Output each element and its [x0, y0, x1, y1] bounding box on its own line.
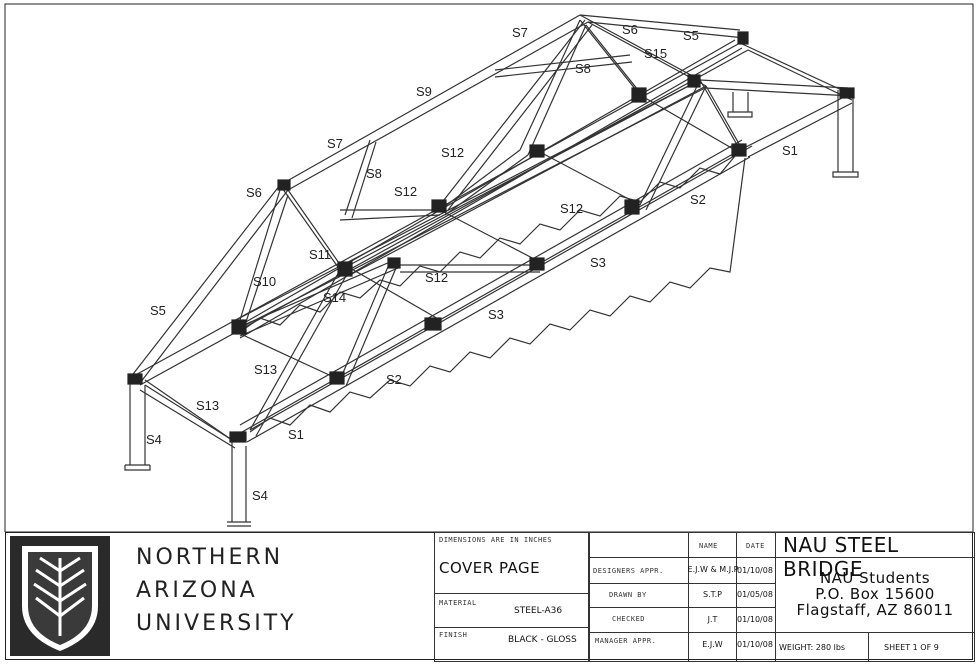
member-label-s12: S12 [425, 270, 449, 285]
member-label-s3: S3 [590, 255, 606, 270]
row-name: E.J.W & M.J.P [687, 565, 739, 574]
front-bottom-chord [129, 42, 853, 449]
approval-header-blank [589, 532, 689, 558]
member-label-s12: S12 [441, 145, 465, 160]
member-label-s12: S12 [560, 201, 584, 216]
row-name: S.T.P [703, 590, 722, 599]
member-label-s11: S11 [309, 247, 332, 262]
member-label-s13: S13 [254, 362, 278, 377]
floor-cross-beams [144, 94, 736, 441]
member-label-s12: S12 [394, 184, 418, 199]
diagonal-members [239, 19, 747, 437]
row-role: MANAGER APPR. [595, 637, 657, 645]
member-label-s7: S7 [512, 25, 528, 40]
member-label-s4: S4 [146, 432, 162, 447]
member-label-s1: S1 [288, 427, 304, 442]
university-line-3: UNIVERSITY [136, 611, 297, 636]
member-label-s6: S6 [246, 185, 262, 200]
member-label-s13: S13 [196, 398, 220, 413]
support-legs [124, 90, 859, 527]
member-label-s5: S5 [683, 28, 699, 43]
nau-logo-shield-icon [10, 536, 110, 656]
drawing-border [4, 3, 974, 532]
member-label-s1: S1 [782, 143, 798, 158]
top-chords [129, 14, 853, 384]
member-label-s2: S2 [690, 192, 706, 207]
connection-plates [127, 31, 855, 443]
name-column-label: NAME [699, 542, 718, 550]
finish-label: FINISH [439, 631, 468, 639]
member-label-s7: S7 [327, 136, 343, 151]
front-zigzag-truss [239, 149, 746, 433]
row-name: J.T [707, 615, 718, 624]
university-line-1: NORTHERN [136, 545, 284, 570]
member-label-s8: S8 [366, 166, 382, 181]
sheet-cell [868, 632, 975, 662]
member-label-s5: S5 [150, 303, 166, 318]
address-line-2: P.O. Box 15600 [815, 585, 935, 603]
row-date: 01/10/08 [737, 640, 773, 649]
row-role: CHECKED [612, 615, 646, 623]
material-value: STEEL-A36 [514, 606, 563, 616]
member-label-s2: S2 [386, 372, 402, 387]
sheet-number: SHEET 1 OF 9 [884, 643, 939, 652]
member-label-s14: S14 [323, 290, 347, 305]
row-name: E.J.W [702, 640, 723, 649]
university-line-2: ARIZONA [136, 578, 258, 603]
material-cell [434, 593, 589, 628]
sheet-title: COVER PAGE [439, 559, 541, 577]
material-label: MATERIAL [439, 599, 477, 607]
member-label-s10: S10 [253, 274, 277, 289]
row-role: DESIGNERS APPR. [593, 567, 664, 575]
member-label-s6: S6 [622, 22, 638, 37]
member-label-s15: S15 [644, 46, 668, 61]
member-label-s3: S3 [488, 307, 504, 322]
address-line-1: NAU Students [819, 569, 931, 587]
address-line-3: Flagstaff, AZ 86011 [796, 601, 954, 619]
finish-value: BLACK - GLOSS [508, 635, 577, 645]
member-label-s9: S9 [416, 84, 432, 99]
row-role: DRAWN BY [609, 591, 647, 599]
title-block: NORTHERN ARIZONA UNIVERSITY DIMENSIONS A… [5, 532, 975, 662]
bridge-isometric-drawing [4, 3, 974, 532]
row-date: 01/05/08 [737, 590, 773, 599]
member-label-s4: S4 [252, 488, 268, 503]
row-date: 01/10/08 [737, 566, 773, 575]
weight-value: WEIGHT: 280 lbs [779, 643, 846, 652]
bridge-structure [124, 14, 859, 527]
project-title: NAU STEEL BRIDGE [783, 533, 899, 581]
dimensions-note: DIMENSIONS ARE IN INCHES [439, 536, 553, 544]
date-column-label: DATE [746, 542, 765, 550]
member-label-s8: S8 [575, 61, 591, 76]
row-date: 01/10/08 [737, 615, 773, 624]
